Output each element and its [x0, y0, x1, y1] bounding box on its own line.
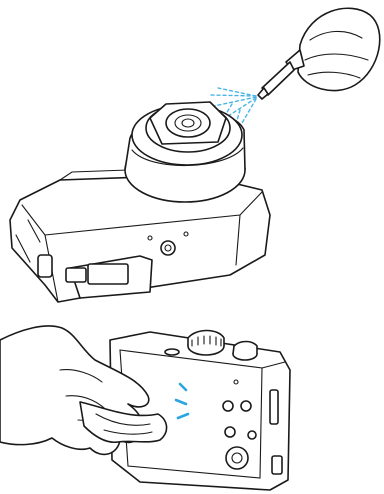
- camera-lens-icon: [125, 102, 245, 202]
- camera-back-icon: [110, 331, 290, 491]
- air-blower-icon: [258, 8, 380, 99]
- cloth-wipe-display-icon: [0, 310, 384, 494]
- air-blower-lens-cleaning-icon: [0, 0, 384, 305]
